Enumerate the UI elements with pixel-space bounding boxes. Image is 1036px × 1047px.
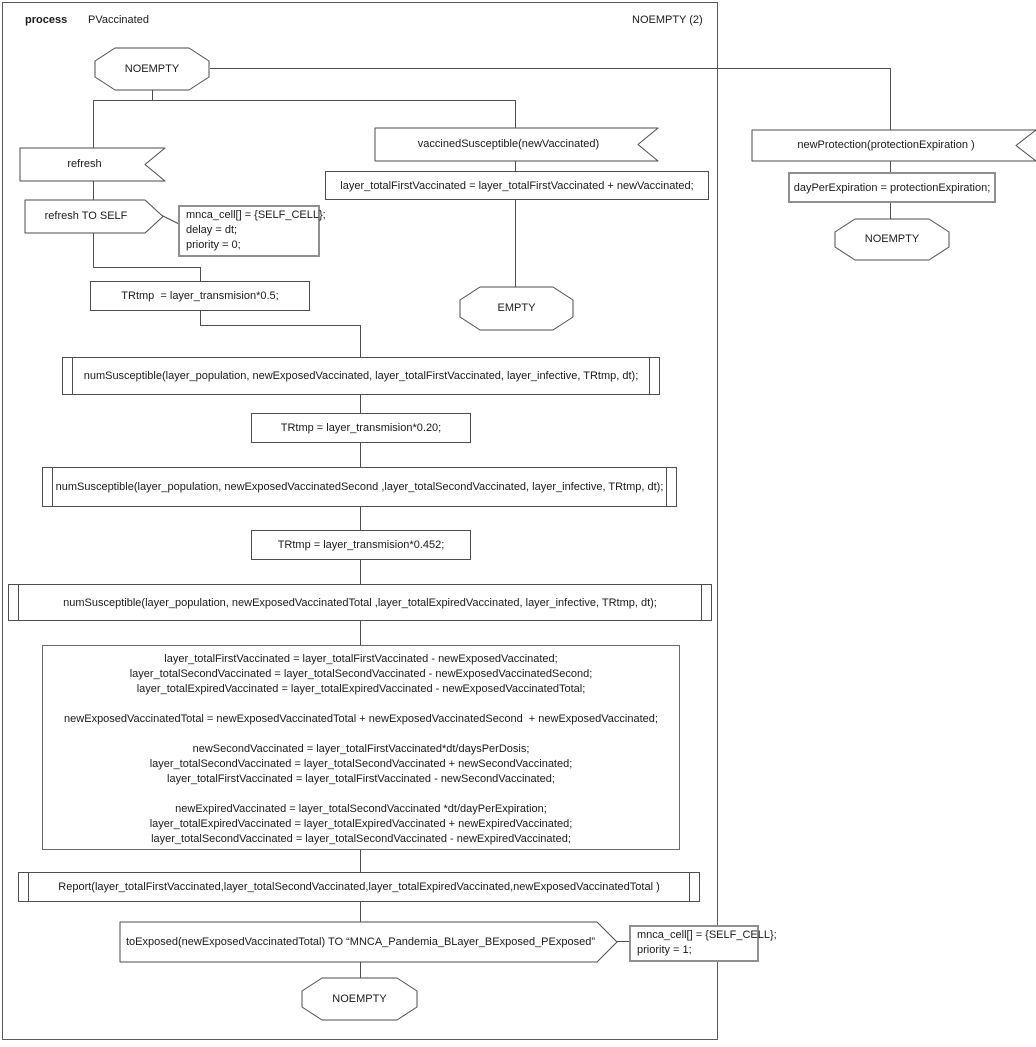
state-label: NOEMPTY	[864, 233, 920, 245]
state-noempty-top[interactable]: NOEMPTY	[94, 47, 210, 91]
statement-line	[43, 698, 679, 713]
param-line: mnca_cell[] = {SELF_CELL};	[637, 928, 777, 941]
process-boundary	[2, 2, 718, 1040]
state-noempty-right[interactable]: NOEMPTY	[834, 218, 950, 261]
connector	[360, 443, 361, 467]
function-box-numsusceptible-3[interactable]: numSusceptible(layer_population, newExpo…	[8, 584, 712, 621]
receive-flag-shape	[751, 129, 1036, 162]
state-hexagon-shape	[301, 977, 418, 1021]
process-name: PVaccinated	[88, 14, 149, 26]
statement-line	[43, 788, 679, 803]
state-noempty-bottom[interactable]: NOEMPTY	[301, 977, 418, 1021]
connector	[360, 395, 361, 413]
statement-line: layer_totalExpiredVaccinated = layer_tot…	[149, 818, 573, 830]
statement-line: newSecondVaccinated = layer_totalFirstVa…	[192, 743, 530, 755]
connector	[360, 560, 361, 584]
state-label: EMPTY	[497, 302, 536, 314]
connector	[890, 203, 891, 219]
connector	[360, 507, 361, 530]
state-empty[interactable]: EMPTY	[459, 286, 574, 331]
function-box-report[interactable]: Report(layer_totalFirstVaccinated,layer_…	[18, 872, 700, 902]
send-flag-toexposed[interactable]: toExposed(newExposedVaccinatedTotal) TO …	[119, 921, 618, 963]
assignment-text: dayPerExpiration = protectionExpiration;	[793, 181, 991, 194]
statement-line: layer_totalSecondVaccinated = layer_tota…	[149, 758, 573, 770]
receive-flag-refresh[interactable]: refresh	[19, 147, 166, 182]
send-flag-refresh-to-self[interactable]: refresh TO SELF	[24, 199, 164, 234]
receive-flag-label: vaccinedSusceptible(newVaccinated)	[417, 138, 600, 150]
state-hexagon-shape	[834, 218, 950, 261]
function-text: numSusceptible(layer_population, newExpo…	[55, 481, 664, 493]
connector	[360, 902, 361, 922]
connector	[200, 325, 361, 326]
connector	[93, 267, 201, 268]
assignment-text: layer_totalFirstVaccinated = layer_total…	[340, 179, 694, 192]
connector	[360, 850, 361, 872]
param-line: delay = dt;	[186, 223, 238, 236]
send-params-box[interactable]: mnca_cell[] = {SELF_CELL}; delay = dt; p…	[178, 205, 326, 257]
statement-line: layer_totalFirstVaccinated = layer_total…	[164, 653, 558, 665]
assignment-text: TRtmp = layer_transmision*0.20;	[280, 422, 442, 434]
statement-line: newExposedVaccinatedTotal = newExposedVa…	[64, 713, 658, 725]
statement-line: layer_totalSecondVaccinated = layer_tota…	[129, 668, 593, 680]
send-flag-shape	[119, 921, 618, 963]
connector	[515, 161, 516, 171]
receive-flag-label: newProtection(protectionExpiration )	[797, 139, 975, 151]
assignment-box-dayperexpiration[interactable]: dayPerExpiration = protectionExpiration;	[788, 172, 996, 203]
connector	[93, 181, 94, 200]
param-line: mnca_cell[] = {SELF_CELL};	[186, 208, 326, 221]
receive-flag-vaccinedsusceptible[interactable]: vaccinedSusceptible(newVaccinated)	[374, 127, 659, 162]
state-hexagon-shape	[94, 47, 210, 91]
process-kind-label: process	[25, 14, 68, 26]
statement-line: layer_totalExpiredVaccinated = layer_tot…	[136, 683, 586, 695]
function-box-numsusceptible-1[interactable]: numSusceptible(layer_population, newExpo…	[62, 357, 660, 395]
assignment-box-trtmp-020[interactable]: TRtmp = layer_transmision*0.20;	[251, 413, 471, 443]
connector	[360, 325, 361, 357]
connector	[200, 267, 201, 281]
function-text: numSusceptible(layer_population, newExpo…	[63, 596, 657, 609]
statement-line	[43, 728, 679, 743]
connector	[200, 311, 201, 325]
connector	[160, 214, 182, 226]
assignment-text: TRtmp = layer_transmision*0.452;	[277, 539, 445, 551]
update-statements-box[interactable]: layer_totalFirstVaccinated = layer_total…	[42, 645, 680, 850]
state-label: NOEMPTY	[332, 992, 387, 1005]
connector	[93, 100, 516, 101]
connector	[360, 621, 361, 645]
header-state-label: NOEMPTY (2)	[632, 14, 703, 26]
receive-flag-label: refresh	[67, 158, 102, 170]
connector	[210, 68, 890, 69]
connector	[515, 100, 516, 128]
receive-flag-newprotection[interactable]: newProtection(protectionExpiration )	[751, 129, 1036, 162]
receive-flag-shape	[374, 127, 659, 162]
connector	[890, 68, 891, 130]
state-label: NOEMPTY	[124, 62, 180, 75]
connector	[360, 962, 361, 978]
send-params-box[interactable]: mnca_cell[] = {SELF_CELL}; priority = 1;	[629, 925, 777, 962]
connector	[515, 200, 516, 287]
function-text: numSusceptible(layer_population, newExpo…	[83, 370, 639, 382]
function-box-numsusceptible-2[interactable]: numSusceptible(layer_population, newExpo…	[42, 467, 677, 507]
assignment-box-firstvaccinated[interactable]: layer_totalFirstVaccinated = layer_total…	[325, 171, 709, 200]
connector	[890, 161, 891, 172]
send-flag-shape	[24, 199, 164, 234]
param-line: priority = 1;	[637, 943, 692, 956]
param-line: priority = 0;	[186, 238, 241, 251]
statement-line: layer_totalSecondVaccinated = layer_tota…	[151, 833, 571, 845]
connector	[93, 233, 94, 267]
assignment-box-trtmp-05[interactable]: TRtmp = layer_transmision*0.5;	[90, 281, 310, 311]
assignment-box-trtmp-0452[interactable]: TRtmp = layer_transmision*0.452;	[251, 530, 471, 560]
send-flag-label: refresh TO SELF	[44, 210, 128, 222]
receive-flag-shape	[19, 147, 166, 182]
statement-line: newExpiredVaccinated = layer_totalSecond…	[175, 803, 547, 815]
assignment-text: TRtmp = layer_transmision*0.5;	[121, 290, 279, 302]
connector	[617, 941, 629, 942]
connector	[152, 90, 153, 100]
statement-line: layer_totalFirstVaccinated = layer_total…	[167, 773, 555, 785]
connector	[93, 100, 94, 148]
send-flag-label: toExposed(newExposedVaccinatedTotal) TO …	[126, 935, 595, 948]
state-hexagon-shape	[459, 286, 574, 331]
function-text: Report(layer_totalFirstVaccinated,layer_…	[58, 881, 660, 893]
